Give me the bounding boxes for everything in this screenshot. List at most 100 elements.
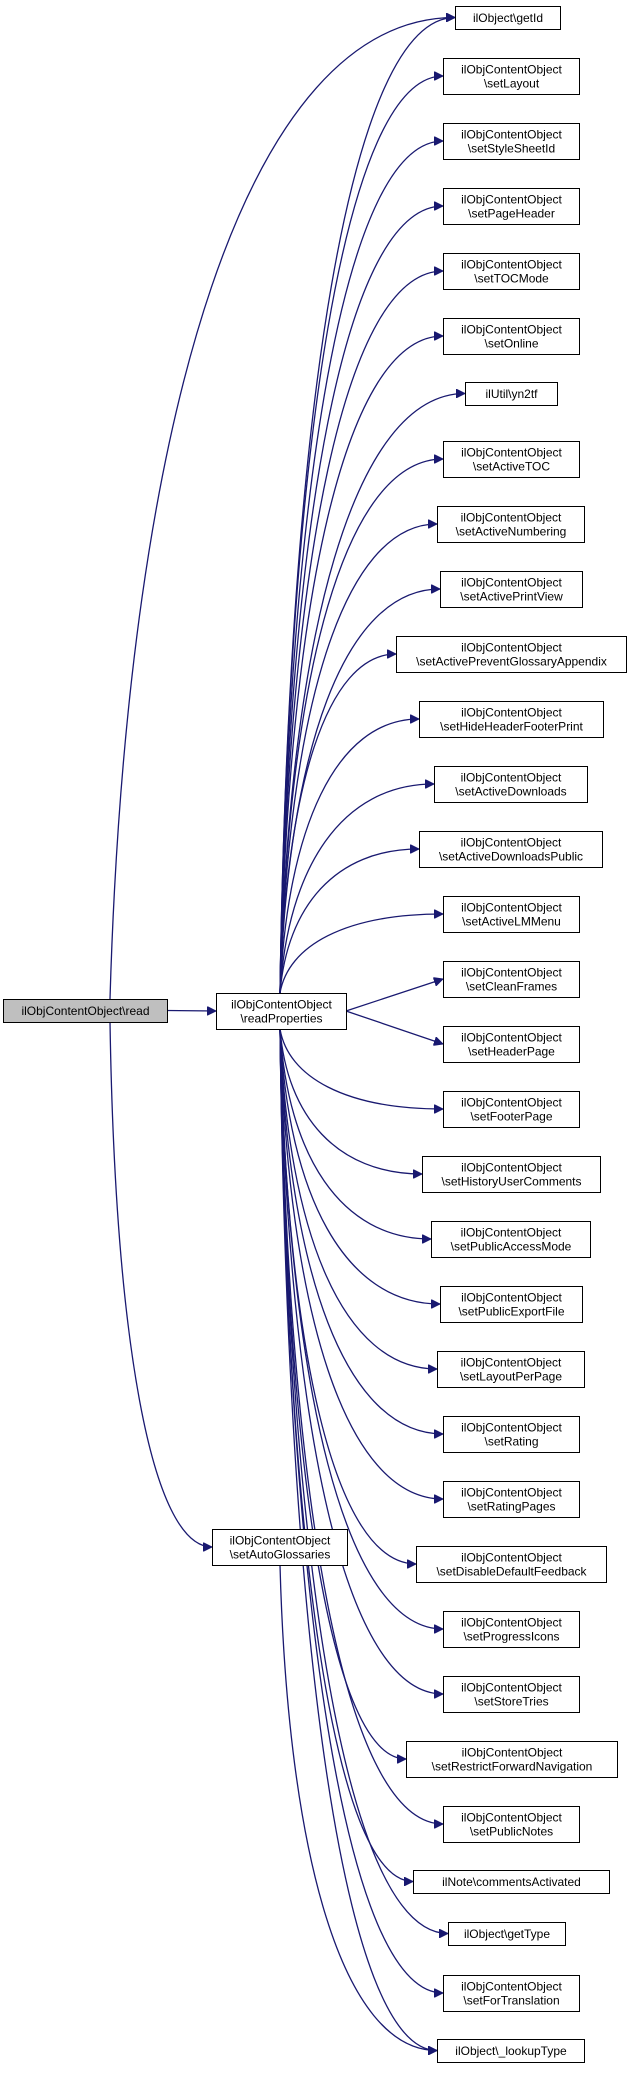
call-edge — [279, 914, 443, 994]
edge-n1-n20 — [279, 1028, 443, 1109]
node-label-line: ilObject\_lookupType — [455, 2044, 567, 2058]
node-label-line: ilObjContentObject — [461, 1551, 562, 1565]
node-label-line: ilObjContentObject — [461, 128, 562, 142]
node-label-line: \setPublicNotes — [470, 1825, 553, 1839]
edge-n1-n23 — [279, 1028, 440, 1304]
node-label-line: ilObjContentObject — [461, 511, 562, 525]
node-label-line: ilObjContentObject — [461, 1980, 562, 1994]
call-edge — [279, 1028, 440, 1304]
function-node[interactable]: ilObjContentObject\setActiveTOC — [443, 441, 580, 478]
node-label-line: \setActivePreventGlossaryAppendix — [416, 655, 607, 669]
node-label-line: \setStyleSheetId — [468, 142, 555, 156]
edge-n0-n2 — [109, 1021, 212, 1547]
node-box — [443, 1611, 580, 1648]
function-node[interactable]: ilObjContentObject\setStyleSheetId — [443, 123, 580, 160]
edge-n1-n29 — [279, 1028, 443, 1694]
function-node[interactable]: ilObjContentObject\setActiveDownloads — [434, 766, 588, 803]
node-box — [422, 1156, 601, 1193]
node-label-line: ilObjContentObject — [230, 1534, 331, 1548]
function-node[interactable]: ilObjContentObject\setPublicAccessMode — [431, 1221, 591, 1258]
function-node[interactable]: ilObject\getType — [448, 1922, 566, 1946]
function-node[interactable]: ilObject\getId — [455, 6, 561, 30]
node-label-line: \setLayoutPerPage — [460, 1370, 562, 1384]
edge-n1-n6 — [279, 206, 443, 994]
function-node[interactable]: ilObjContentObject\readProperties — [216, 993, 347, 1030]
node-box — [443, 188, 580, 225]
edge-n1-n16 — [279, 849, 419, 994]
node-label-line: \setActivePrintView — [460, 590, 563, 604]
function-node[interactable]: ilObjContentObject\setPublicExportFile — [440, 1286, 583, 1323]
node-label-line: \setProgressIcons — [463, 1630, 559, 1644]
node-label-line: \setFooterPage — [470, 1110, 552, 1124]
node-box — [448, 1922, 566, 1946]
node-label-line: ilObjContentObject — [461, 1811, 562, 1825]
function-node[interactable]: ilNote\commentsActivated — [413, 1870, 610, 1894]
node-label-line: ilObjContentObject — [461, 1291, 562, 1305]
function-node[interactable]: ilObjContentObject\setActivePreventGloss… — [396, 636, 627, 673]
edge-n1-n24 — [279, 1028, 437, 1369]
function-node[interactable]: ilObjContentObject\setRating — [443, 1416, 580, 1453]
call-edge — [279, 271, 443, 994]
node-label-line: ilObjContentObject — [461, 771, 562, 785]
node-label-line: ilObjContentObject — [461, 641, 562, 655]
function-node[interactable]: ilObjContentObject\setRestrictForwardNav… — [406, 1741, 618, 1778]
function-node[interactable]: ilObjContentObject\setFooterPage — [443, 1091, 580, 1128]
call-edge — [279, 1564, 437, 2051]
function-node[interactable]: ilObjContentObject\setActiveNumbering — [437, 506, 585, 543]
call-edge — [279, 1028, 443, 1434]
call-edge — [279, 784, 434, 994]
root-function-node[interactable]: ilObjContentObject\read — [3, 999, 168, 1023]
nodes: ilObjContentObject\read ilObjContentObjec… — [3, 6, 627, 2063]
function-node[interactable]: ilObjContentObject\setHideHeaderFooterPr… — [419, 701, 604, 738]
node-label-line: ilObjContentObject — [461, 1356, 562, 1370]
function-node[interactable]: ilObjContentObject\setRatingPages — [443, 1481, 580, 1518]
function-node[interactable]: ilObjContentObject\setForTranslation — [443, 1975, 580, 2012]
node-label-line: \setRatingPages — [467, 1500, 555, 1514]
function-node[interactable]: ilObjContentObject\setHeaderPage — [443, 1026, 580, 1063]
function-node[interactable]: ilObjContentObject\setStoreTries — [443, 1676, 580, 1713]
node-label-line: ilObjContentObject — [462, 1746, 563, 1760]
function-node[interactable]: ilObjContentObject\setAutoGlossaries — [212, 1529, 348, 1566]
node-box — [443, 1481, 580, 1518]
function-node[interactable]: ilObjContentObject\setCleanFrames — [443, 961, 580, 998]
node-label-line: ilObjContentObject — [461, 1226, 562, 1240]
function-node[interactable]: ilObjContentObject\setPublicNotes — [443, 1806, 580, 1843]
function-node[interactable]: ilObjContentObject\setActiveLMMenu — [443, 896, 580, 933]
node-box — [455, 6, 561, 30]
function-node[interactable]: ilObjContentObject\setActivePrintView — [440, 571, 583, 608]
edge-n1-n15 — [279, 784, 434, 994]
node-label-line: ilObjContentObject\read — [21, 1004, 149, 1018]
node-label-line: \setAutoGlossaries — [230, 1548, 331, 1562]
function-node[interactable]: ilUtil\yn2tf — [465, 382, 558, 406]
edge-n0-n1 — [166, 1011, 216, 1012]
function-node[interactable]: ilObject\_lookupType — [437, 2039, 585, 2063]
edge-n1-n31 — [279, 1028, 443, 1824]
function-node[interactable]: ilObjContentObject\setProgressIcons — [443, 1611, 580, 1648]
node-label-line: ilObjContentObject — [461, 836, 562, 850]
function-node[interactable]: ilObjContentObject\setLayoutPerPage — [437, 1351, 585, 1388]
node-box — [437, 2039, 585, 2063]
node-label-line: ilObjContentObject — [461, 576, 562, 590]
node-label-line: ilObjContentObject — [461, 901, 562, 915]
edge-n0-n3 — [109, 18, 455, 1000]
function-node[interactable]: ilObjContentObject\setActiveDownloadsPub… — [419, 831, 603, 868]
node-label-line: ilObjContentObject — [461, 323, 562, 337]
node-box — [443, 441, 580, 478]
function-node[interactable]: ilObjContentObject\setHistoryUserComment… — [422, 1156, 601, 1193]
function-node[interactable]: ilObjContentObject\setOnline — [443, 318, 580, 355]
edge-n1-n19 — [345, 1010, 443, 1044]
node-label-line: \setRestrictForwardNavigation — [432, 1760, 593, 1774]
node-label-line: ilObjContentObject — [461, 258, 562, 272]
function-node[interactable]: ilObjContentObject\setDisableDefaultFeed… — [416, 1546, 607, 1583]
edge-n1-n7 — [279, 271, 443, 994]
function-node[interactable]: ilObjContentObject\setPageHeader — [443, 188, 580, 225]
node-box — [443, 961, 580, 998]
function-node[interactable]: ilObjContentObject\setTOCMode — [443, 253, 580, 290]
call-edge — [166, 1011, 216, 1012]
node-label-line: ilObjContentObject — [461, 63, 562, 77]
node-label-line: \setPublicExportFile — [458, 1305, 564, 1319]
edge-n1-n26 — [279, 1028, 443, 1499]
node-box — [443, 1806, 580, 1843]
node-box — [440, 1286, 583, 1323]
function-node[interactable]: ilObjContentObject\setLayout — [443, 58, 580, 95]
